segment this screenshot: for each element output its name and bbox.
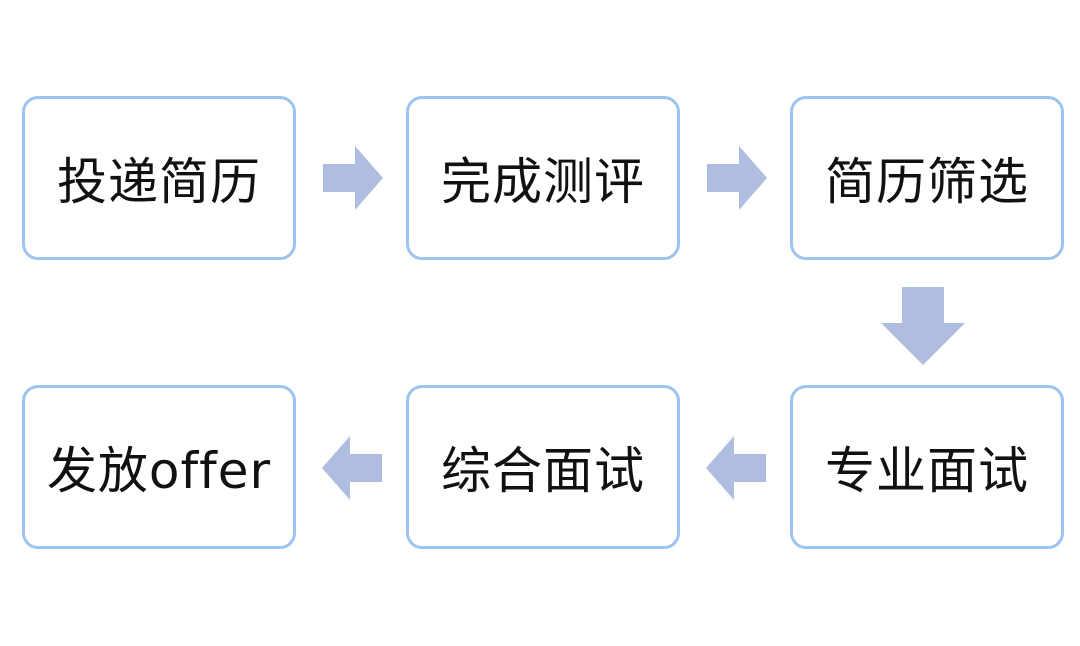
step-professional-interview: 专业面试 (790, 385, 1064, 549)
arrow-right-icon (323, 146, 383, 210)
step-label: 发放offer (46, 442, 272, 500)
arrow-right-icon (707, 146, 767, 210)
arrow-down (881, 287, 965, 365)
step-comprehensive-interview: 综合面试 (406, 385, 680, 549)
step-label: 投递简历 (57, 153, 261, 211)
step-label: 简历筛选 (825, 153, 1029, 211)
step-label: 专业面试 (825, 442, 1029, 500)
arrow-right-2 (707, 146, 767, 210)
step-submit-resume: 投递简历 (22, 96, 296, 260)
step-issue-offer: 发放offer (22, 385, 296, 549)
arrow-down-icon (881, 287, 965, 365)
arrow-left-2 (322, 436, 382, 500)
arrow-left-icon (706, 436, 766, 500)
step-label: 完成测评 (441, 153, 645, 211)
step-complete-assessment: 完成测评 (406, 96, 680, 260)
step-resume-screening: 简历筛选 (790, 96, 1064, 260)
arrow-left-1 (706, 436, 766, 500)
arrow-right-1 (323, 146, 383, 210)
arrow-left-icon (322, 436, 382, 500)
step-label: 综合面试 (441, 442, 645, 500)
